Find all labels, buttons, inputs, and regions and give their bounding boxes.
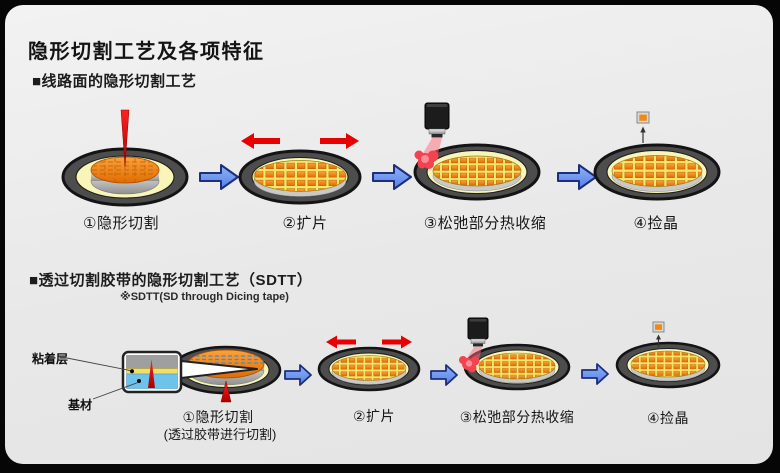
row2-step1-sdtt-illustration	[66, 345, 282, 403]
page-title: 隐形切割工艺及各项特征	[28, 41, 265, 64]
row1-step1-label: ①隐形切割	[83, 215, 159, 232]
heat-spray-icon	[459, 347, 482, 373]
heat-nozzle-icon	[467, 317, 489, 347]
row2-step1-sublabel: (透过胶带进行切割)	[163, 427, 277, 442]
row2-step4-label: ④捡晶	[646, 410, 690, 426]
laser-beam-icon	[120, 109, 130, 167]
heat-spray-icon	[414, 138, 442, 169]
wafer-disc	[90, 156, 160, 195]
laser-beam-from-below-icon	[220, 380, 232, 403]
process-arrow-icon	[284, 364, 312, 386]
pickup-arrow-icon	[640, 126, 646, 143]
process-arrow-icon	[430, 364, 458, 386]
leader-line	[66, 357, 131, 371]
row2-step2-label: ②扩片	[352, 408, 396, 424]
sdtt-note: ※SDTT(SD through Dicing tape)	[120, 291, 289, 303]
row1-step2-expansion-illustration	[238, 133, 362, 205]
pickup-arrow-icon	[656, 334, 661, 347]
process-arrow-icon	[557, 164, 597, 190]
row2-step3-heat-shrink-illustration	[459, 317, 571, 391]
layer-callout	[66, 350, 258, 400]
row2-step3-label: ③松弛部分热收缩	[459, 409, 575, 425]
section-top-heading: ■线路面的隐形切割工艺	[32, 73, 197, 90]
leader-line	[92, 382, 139, 400]
row1-step3-label: ③松弛部分热收缩	[423, 215, 547, 232]
process-arrow-icon	[199, 164, 239, 190]
row2-step4-pickup-illustration	[615, 321, 721, 389]
expand-arrows-icon	[326, 335, 412, 349]
base-film-label: 基材	[68, 398, 93, 412]
diced-wafer-grid	[331, 355, 407, 385]
diced-wafer-grid	[630, 350, 706, 382]
stealth-cut-lines	[189, 355, 263, 364]
process-arrow-icon	[372, 164, 412, 190]
section-bottom-heading: ■透过切割胶带的隐形切割工艺（SDTT）	[29, 272, 313, 289]
row2-step2-expansion-illustration	[317, 335, 421, 392]
expand-arrows-icon	[241, 133, 359, 149]
adhesive-layer-label: 粘着层	[32, 352, 69, 366]
diced-wafer-grid	[253, 160, 347, 197]
row1-step3-heat-shrink-illustration	[413, 102, 541, 201]
diced-wafer-grid	[432, 155, 522, 192]
process-arrow-icon	[581, 363, 609, 385]
laser-through-tape-icon	[148, 359, 155, 388]
row1-step2-label: ②扩片	[282, 215, 328, 232]
diced-wafer-grid	[611, 155, 703, 192]
row1-step1-stealth-dicing-illustration	[61, 109, 189, 207]
row1-step4-pickup-illustration	[593, 111, 721, 201]
row1-step4-label: ④捡晶	[633, 215, 679, 232]
picked-chip-icon	[636, 111, 650, 124]
diced-wafer-grid	[478, 352, 556, 384]
heat-nozzle-icon	[424, 102, 450, 138]
picked-chip-icon	[652, 321, 665, 333]
row2-step1-label: ①隐形切割	[182, 409, 254, 425]
